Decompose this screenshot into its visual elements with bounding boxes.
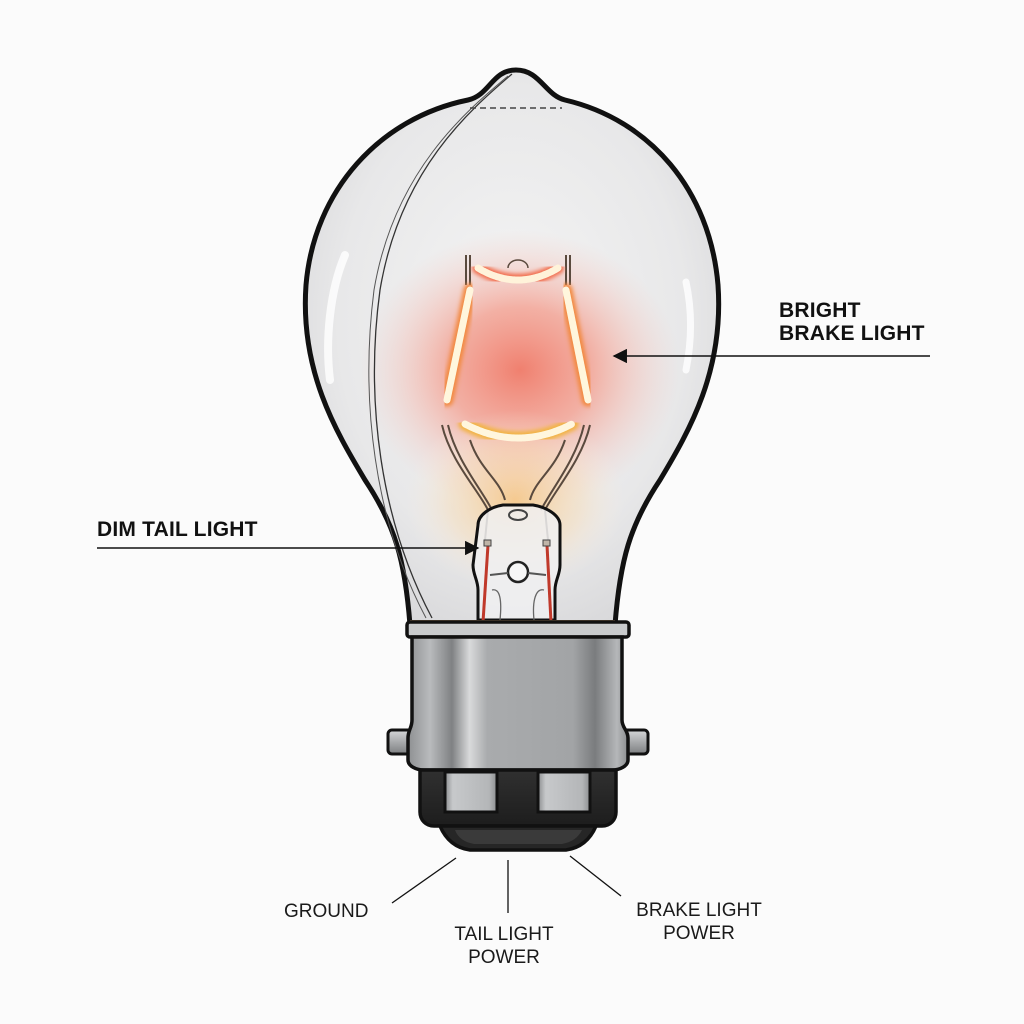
glass-envelope	[302, 67, 722, 628]
dim-filament	[458, 417, 579, 445]
ground-label: GROUND	[284, 901, 369, 922]
bright-filament	[440, 259, 595, 407]
tail-power-line2: POWER	[468, 946, 540, 968]
brake-contact	[536, 770, 592, 814]
contact-base	[418, 768, 618, 852]
brake-light-power-label: BRAKE LIGHT POWER	[628, 900, 770, 946]
bright-label-line2: BRAKE LIGHT	[779, 321, 925, 345]
brake-power-line2: POWER	[663, 922, 735, 944]
bright-brake-light-label: BRIGHT BRAKE LIGHT	[779, 299, 925, 345]
leader-lines	[97, 348, 930, 913]
ground-contact	[443, 770, 499, 814]
tail-power-line1: TAIL LIGHT	[454, 924, 554, 945]
ground-leader	[391, 857, 457, 904]
tail-light-power-label: TAIL LIGHT POWER	[444, 924, 564, 970]
dim-tail-light-label: DIM TAIL LIGHT	[97, 518, 258, 541]
metal-base	[386, 620, 650, 772]
bright-label-line1: BRIGHT	[779, 299, 861, 322]
brake-power-line1: BRAKE LIGHT	[636, 900, 762, 921]
brake-power-leader	[569, 855, 622, 897]
